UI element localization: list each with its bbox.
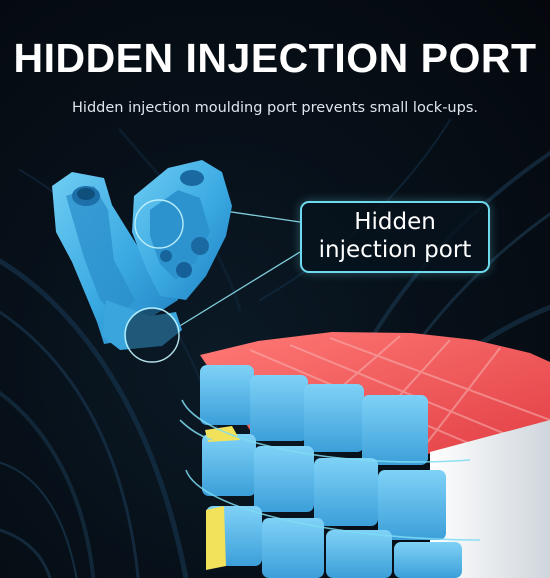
- callout-box: Hidden injection port: [300, 201, 490, 273]
- cube-layer-top: [200, 365, 428, 465]
- magnifier-circle-icon: [124, 199, 184, 363]
- subline: Hidden injection moulding port prevents …: [72, 100, 478, 116]
- cube-layer-bottom: [206, 506, 462, 578]
- speed-cube-illustration: [179, 332, 550, 578]
- headline: HIDDEN INJECTION PORT: [13, 35, 537, 81]
- callout-line-1: Hidden: [354, 209, 436, 236]
- cube-layer-middle: [202, 426, 446, 540]
- port-hole-shadow: [126, 309, 178, 361]
- callout-line-2: injection port: [318, 237, 472, 263]
